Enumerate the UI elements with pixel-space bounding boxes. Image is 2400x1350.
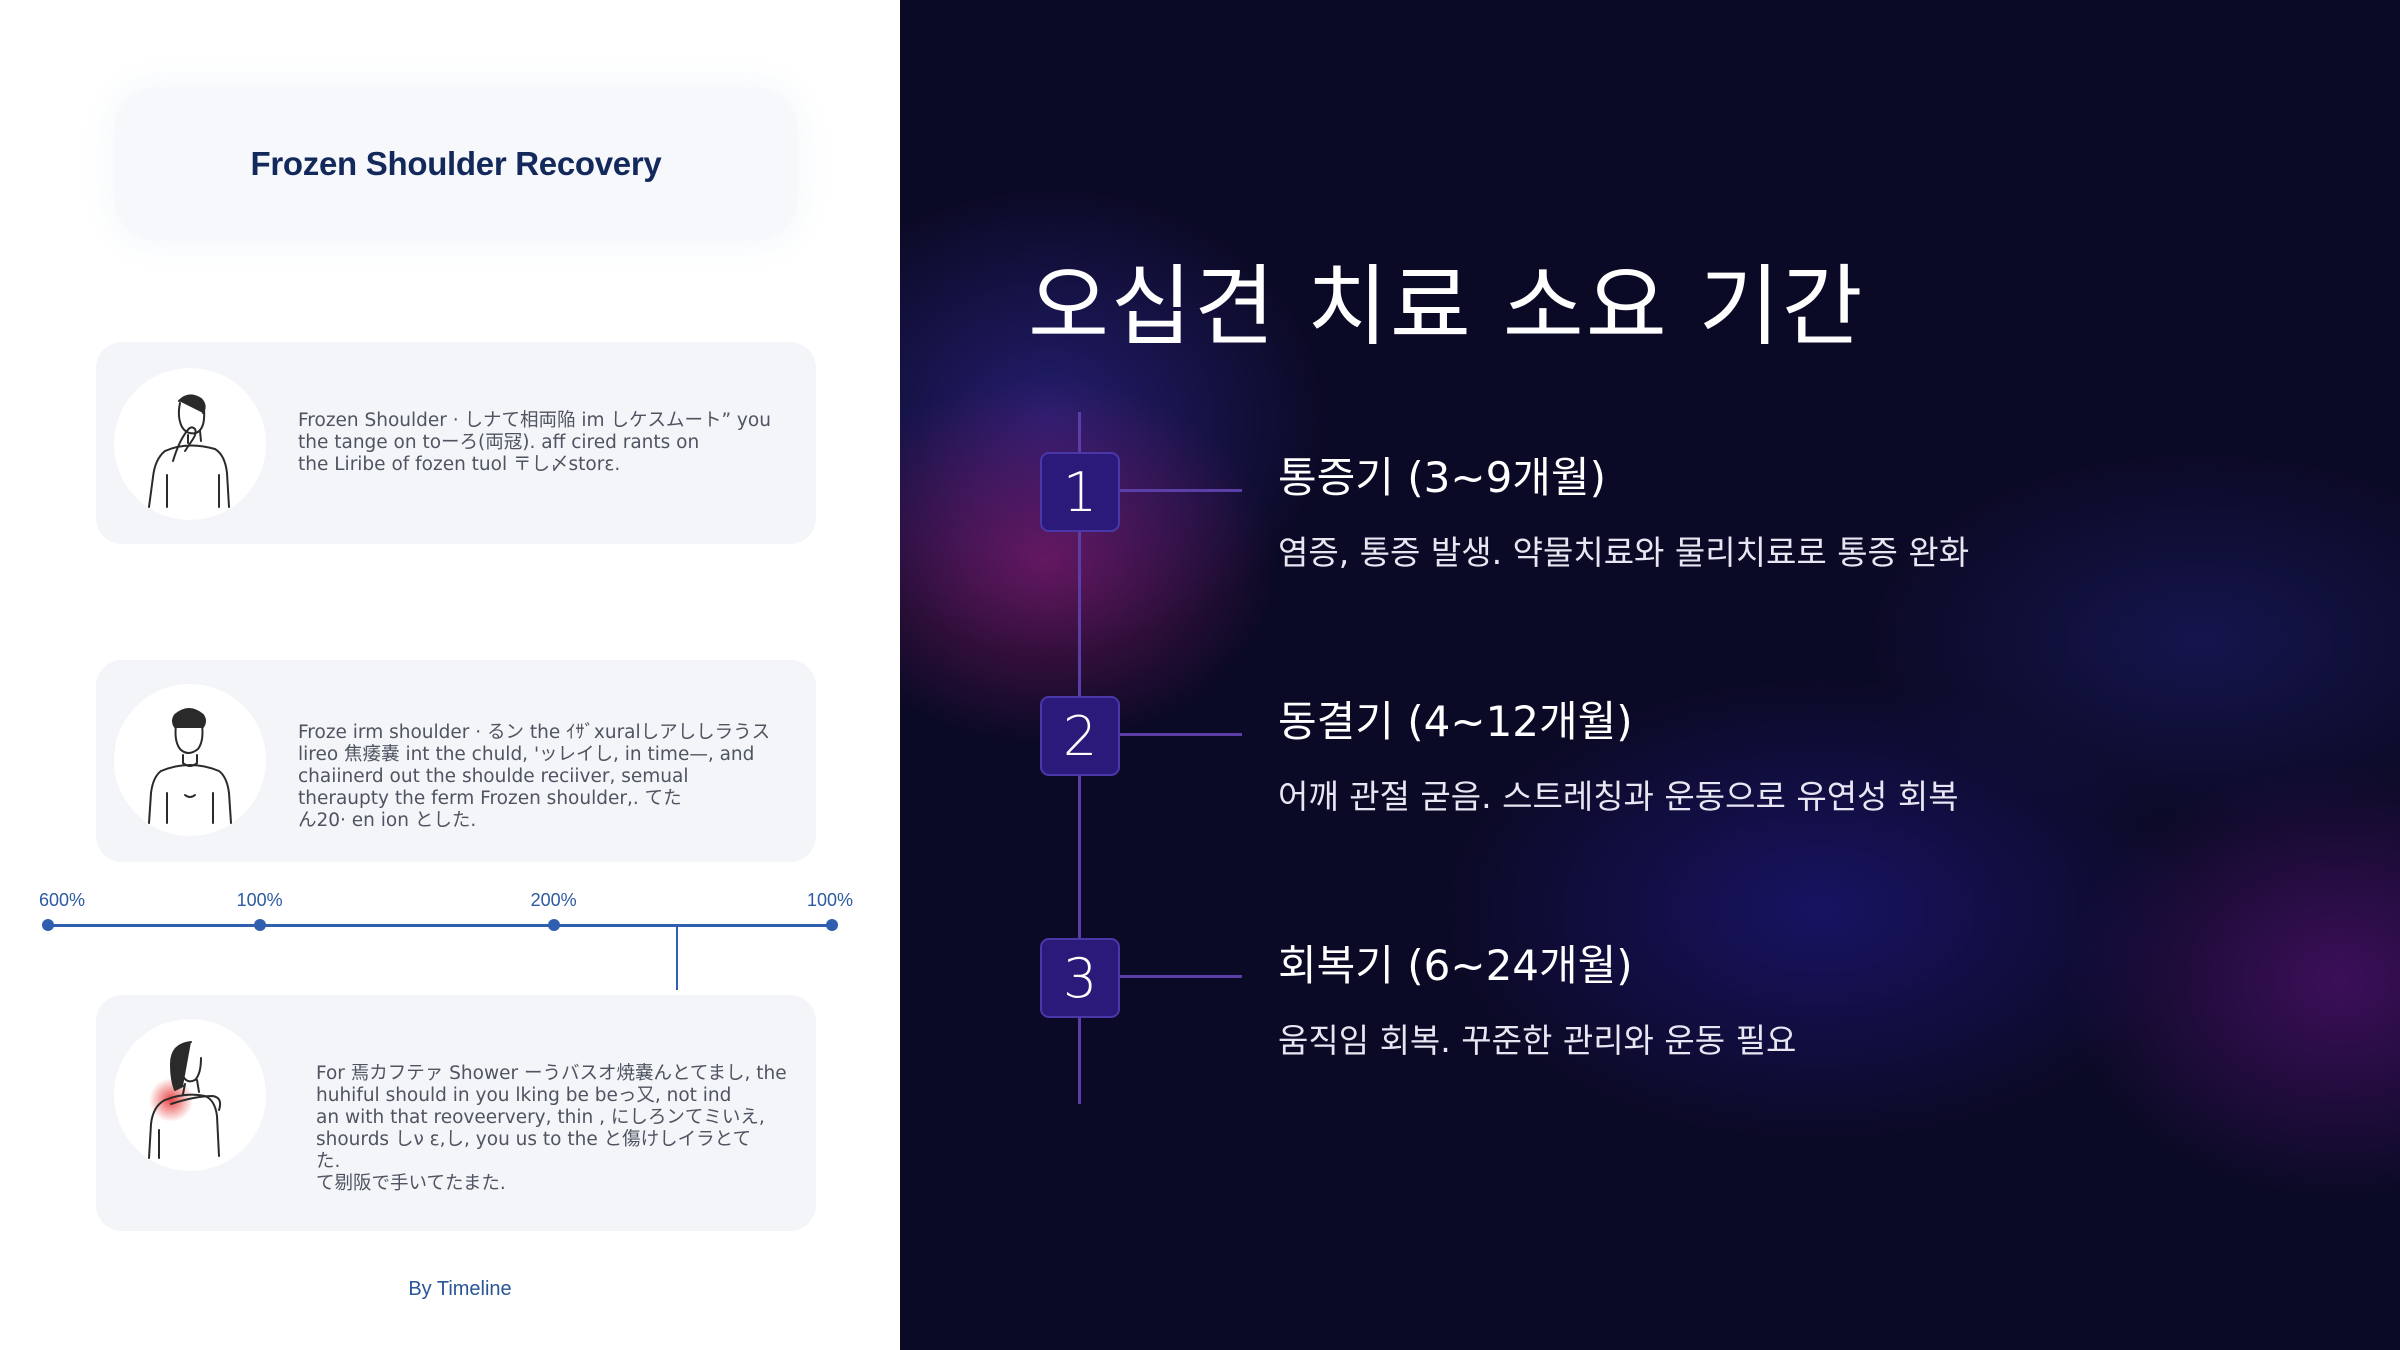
story-card-2: Froze irm shoulder · るン the ｲｻﾞxuralしアしし… [96,660,816,862]
timeline-axis [48,924,832,927]
page-title: 오십견 치료 소요 기간 [1028,255,1865,358]
step-title: 회복기 (6~24개월) [1278,941,1633,990]
timeline-dot [547,919,560,931]
byline: By Timeline [408,1278,512,1300]
man-hand-on-face-icon [148,394,230,508]
man-standing-icon [148,708,232,824]
timeline-panel: 오십견 치료 소요 기간 1 통증기 (3~9개월) 염증, 통증 발생. 약물… [900,0,2400,1350]
infographic-title-card: Frozen Shoulder Recovery [115,88,797,240]
step-title: 동결기 (4~12개월) [1278,697,1633,746]
step-connector [1118,733,1242,736]
story-line: て剔阪で手いてたまた. [316,1173,506,1194]
step-title: 통증기 (3~9개월) [1278,453,1606,502]
woman-shoulder-pain-icon [148,1041,222,1159]
story-line: shourds しν ε,し, you us to the と傷けしイラとて [316,1129,752,1150]
step-description: 움직임 회복. 꾸준한 관리와 운동 필요 [1278,1021,1797,1060]
story-line: For 焉カフテァ Shower ーうバスオ焼嚢んとてまし, the [316,1063,787,1084]
story-line: an with that reoveervery, thin , にしろンてミい… [316,1107,765,1128]
timeline-dot [42,919,54,931]
story-line: the Liribe of fozen tuol 〒し〆storε. [298,454,621,475]
avatar [114,684,266,836]
avatar [114,1019,266,1171]
timeline-tick-label: 600% [38,890,86,910]
timeline-tick-label: 100% [236,890,283,910]
story-card-3: For 焉カフテァ Shower ーうバスオ焼嚢んとてまし, the huhif… [96,995,816,1231]
mini-timeline: 600% 100% 200% 100% [0,880,900,1000]
infographic-panel: Frozen Shoulder Recovery Frozen Shoulder… [0,0,900,1350]
story-line: た. [316,1151,341,1172]
avatar [114,368,266,520]
story-text: For 焉カフテァ Shower ーうバスオ焼嚢んとてまし, the huhif… [316,1063,796,1195]
story-card-1: Frozen Shoulder · しナて相両陥 im しケスムート” you … [96,342,816,544]
timeline-tick-label: 100% [806,890,854,910]
story-line: Froze irm shoulder · るン the ｲｻﾞxuralしアしし… [298,722,771,743]
story-line: chaiinerd out the shoulde reciiver, semu… [298,766,689,787]
story-text: Froze irm shoulder · るン the ｲｻﾞxuralしアしし… [298,722,798,832]
story-line: huhiful should in you lking be beっ又, not… [316,1085,732,1106]
story-line: the tange on toーろ(両冦). aff cired rants o… [298,432,700,453]
story-line: theraupty the ferm Frozen shoulder,. てた [298,788,682,809]
step-description: 어깨 관절 굳음. 스트레칭과 운동으로 유연성 회복 [1278,777,1959,816]
timeline-tick-label: 200% [530,890,577,910]
step-number-badge: 1 [1040,452,1120,532]
step-connector [1118,975,1242,978]
infographic-title: Frozen Shoulder Recovery [250,145,662,182]
story-line: lireo 焦痿嚢 int the chuld, 'ッレイし, in time—… [298,744,755,765]
story-text: Frozen Shoulder · しナて相両陥 im しケスムート” you … [298,410,798,476]
step-number-badge: 3 [1040,938,1120,1018]
timeline-marker-line [676,926,678,990]
timeline-dot [826,919,838,931]
step-description: 염증, 통증 발생. 약물치료와 물리치료로 통증 완화 [1278,533,1970,572]
timeline-dot [253,919,266,931]
step-connector [1118,489,1242,492]
step-number-badge: 2 [1040,696,1120,776]
story-line: Frozen Shoulder · しナて相両陥 im しケスムート” you [298,410,771,431]
story-line: ん20· en ion とした. [298,810,477,831]
